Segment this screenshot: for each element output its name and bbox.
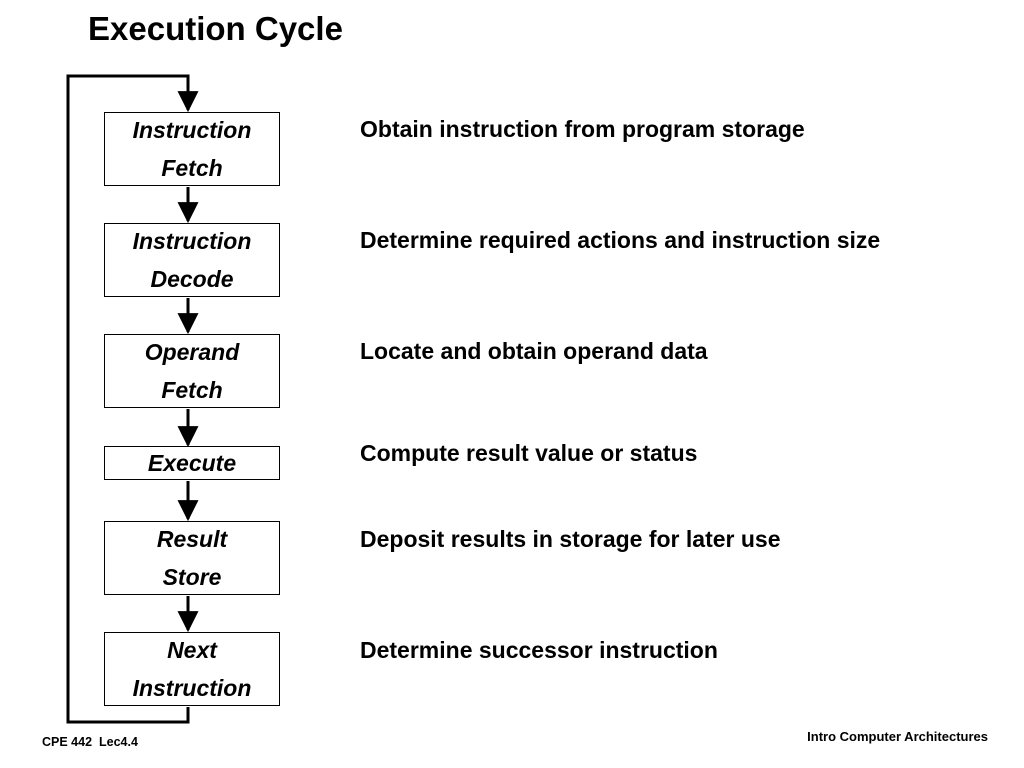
stage-instruction-decode: Instruction Decode (104, 223, 280, 297)
stage-description: Deposit results in storage for later use (360, 526, 781, 552)
stage-execute: Execute (104, 446, 280, 480)
stage-description: Compute result value or status (360, 440, 698, 466)
footer-course-label: CPE 442 Lec4.4 (42, 735, 138, 749)
stage-label-line: Fetch (161, 377, 223, 403)
stage-description: Determine required actions and instructi… (360, 227, 881, 253)
stage-label-line: Fetch (161, 155, 223, 181)
stage-label-line: Decode (150, 266, 234, 292)
stage-result-store: Result Store (104, 521, 280, 595)
stage-label-line: Instruction (132, 228, 252, 254)
stage-label-line: Next (167, 637, 217, 663)
stage-label-line: Instruction (132, 117, 252, 143)
stage-label-line: Operand (144, 339, 240, 365)
footer-course-title: Intro Computer Architectures (807, 729, 988, 744)
stage-instruction-fetch: Instruction Fetch (104, 112, 280, 186)
slide-title: Execution Cycle (88, 10, 343, 47)
stage-label-line: Store (162, 564, 222, 590)
stage-operand-fetch: Operand Fetch (104, 334, 280, 408)
stage-description: Determine successor instruction (360, 637, 718, 663)
stage-label-line: Execute (147, 450, 237, 476)
stage-label-line: Result (156, 526, 228, 552)
loop-back-connector (66, 74, 199, 724)
stage-label-line: Instruction (132, 675, 252, 701)
stage-next-instruction: Next Instruction (104, 632, 280, 706)
stage-description: Locate and obtain operand data (360, 338, 708, 364)
stage-description: Obtain instruction from program storage (360, 116, 805, 142)
